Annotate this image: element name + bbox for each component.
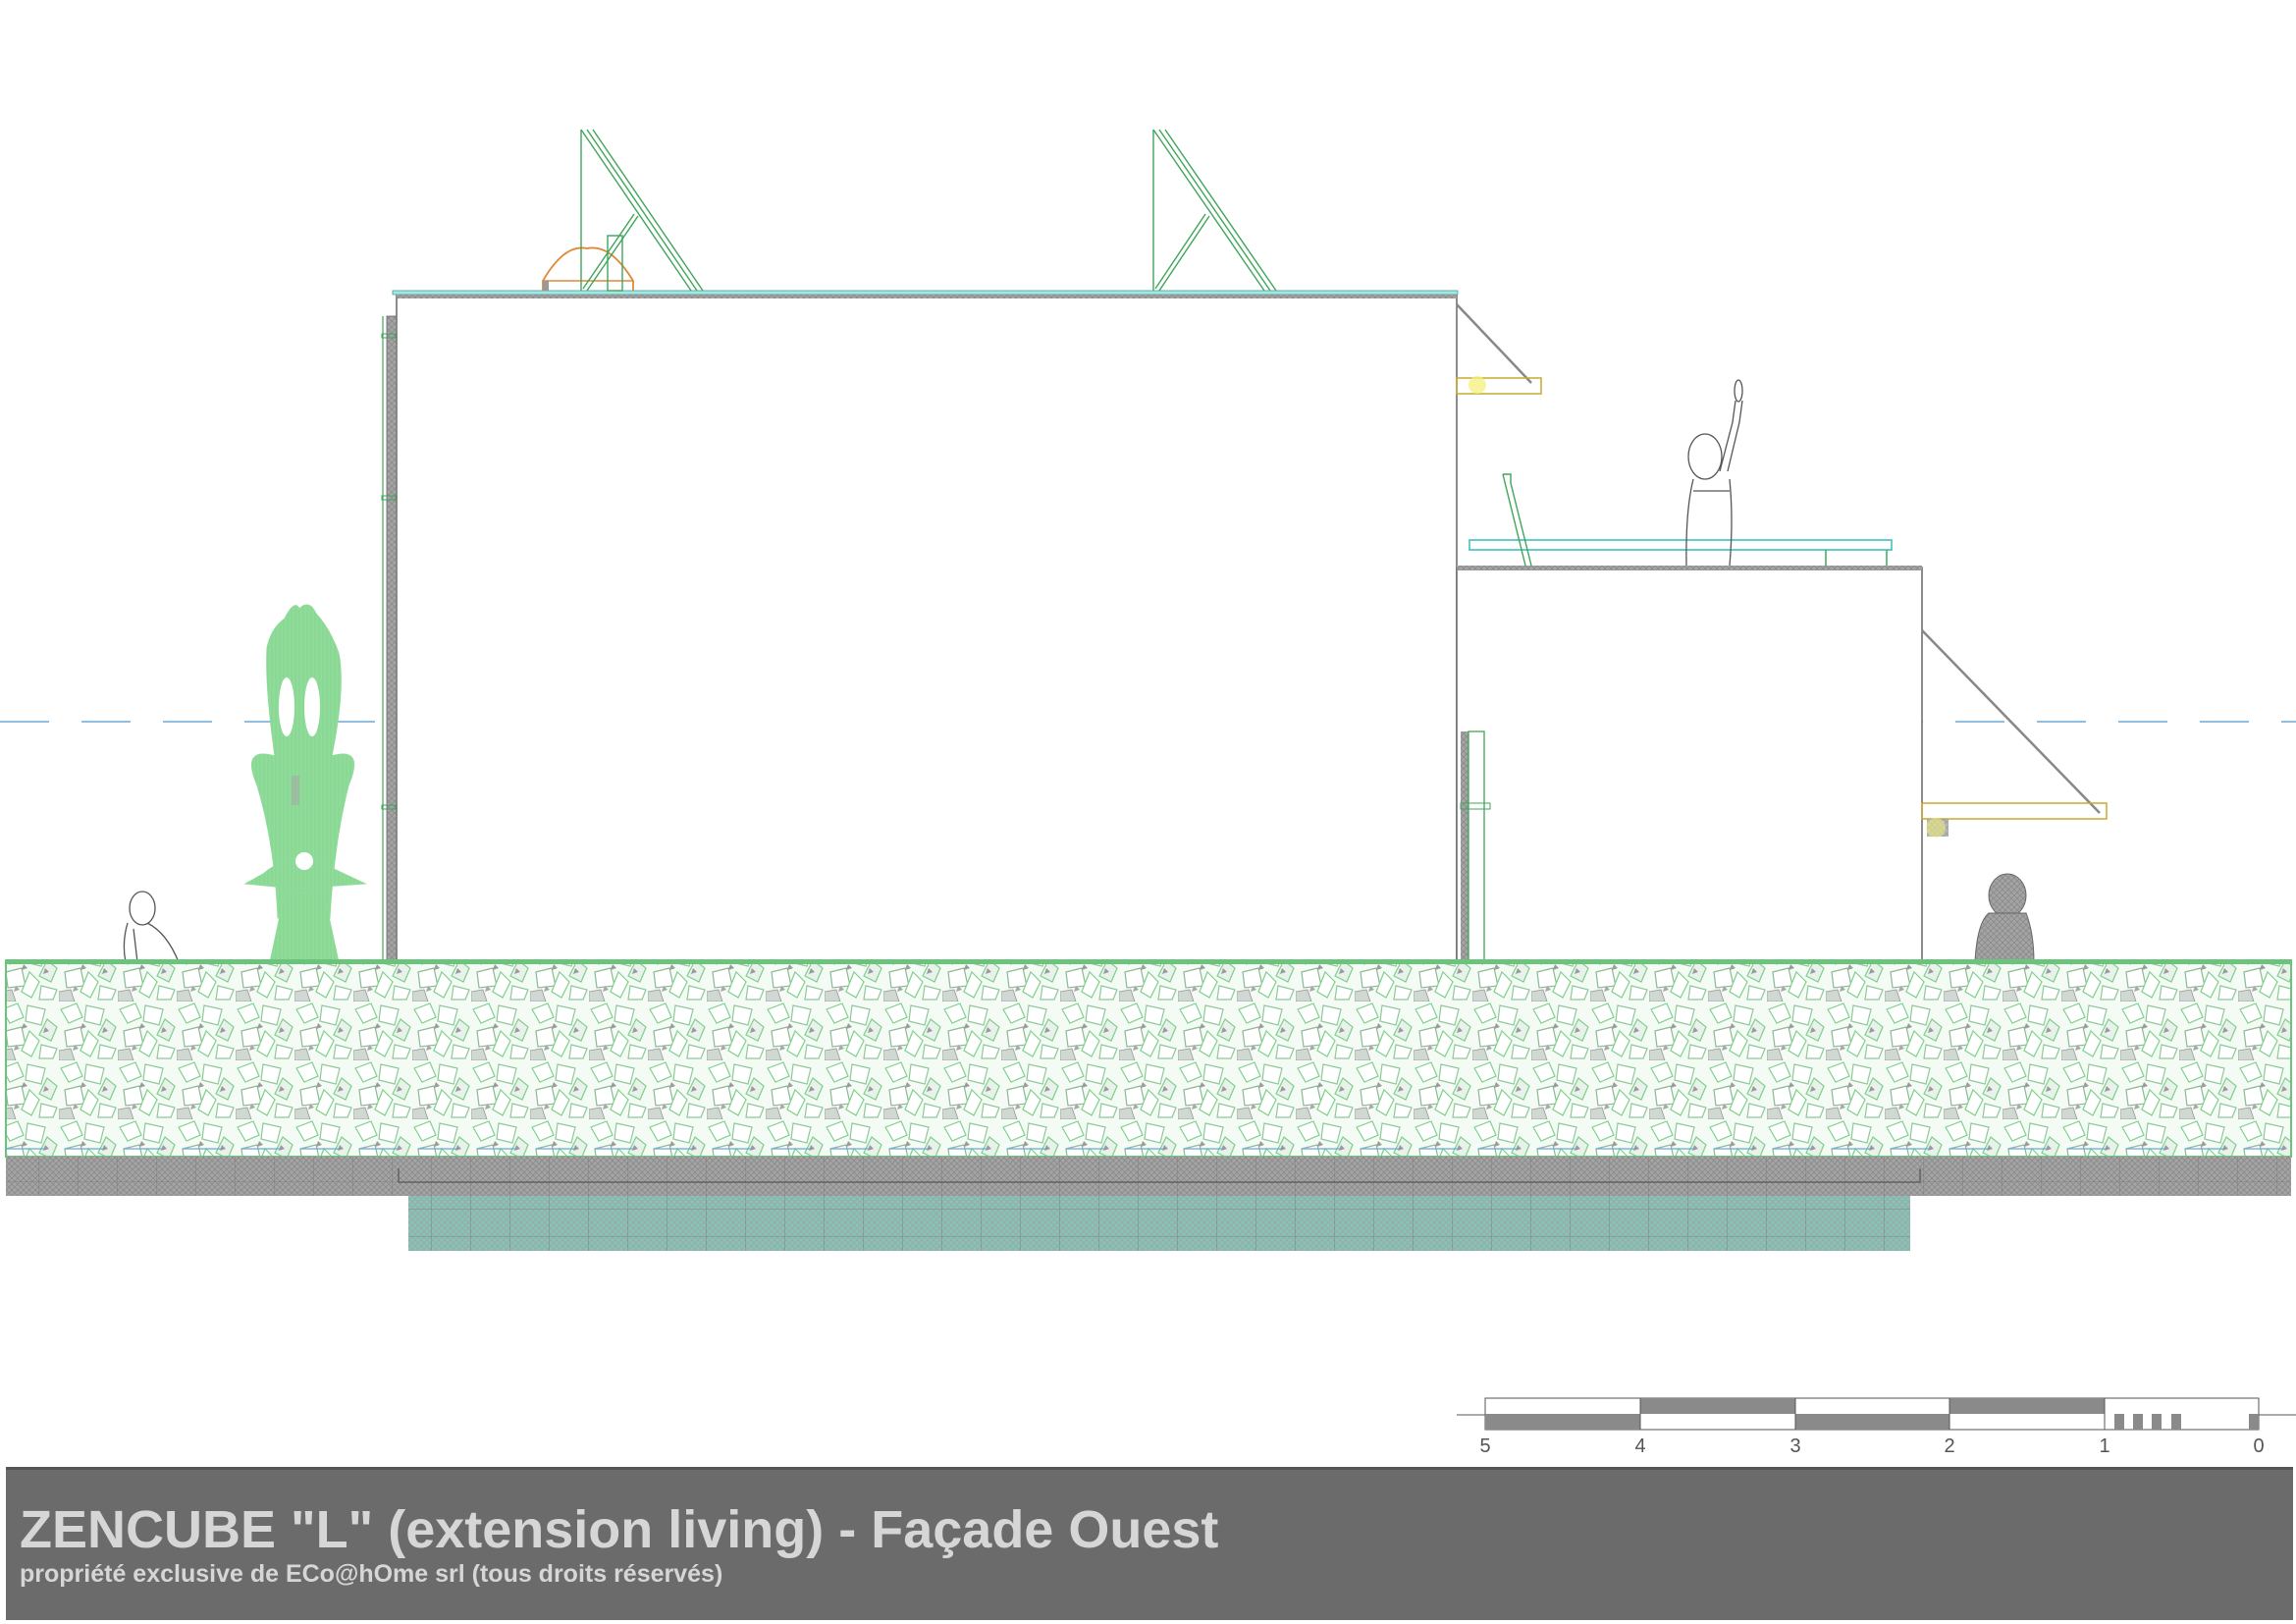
solar-panel-2 <box>1152 129 1277 292</box>
person-waving <box>1685 379 1743 567</box>
scale-label-5: 5 <box>1479 1435 1491 1457</box>
scale-label-1: 1 <box>2099 1435 2110 1457</box>
scale-label-4: 4 <box>1634 1435 1646 1457</box>
scale-bar <box>1457 1397 2296 1431</box>
terrace-railing <box>1468 473 1893 567</box>
main-volume <box>381 290 1459 963</box>
copyright-notice: propriété exclusive de ECo@hOme srl (tou… <box>20 1560 723 1588</box>
foundation-footing <box>408 1196 1910 1251</box>
lower-awning <box>1921 629 2108 838</box>
upper-awning <box>1456 303 1542 395</box>
solar-panel-1 <box>580 129 704 292</box>
roof-skylight-dome <box>542 246 634 291</box>
person-left <box>123 891 180 963</box>
lower-volume <box>1456 566 1923 963</box>
ornamental-plant <box>243 604 367 963</box>
scale-label-3: 3 <box>1789 1435 1801 1457</box>
gravel-ground-layer <box>5 959 2292 1158</box>
drawing-title: ZENCUBE "L" (extension living) - Façade … <box>20 1500 1219 1559</box>
concrete-slab <box>6 1157 2291 1196</box>
title-block: ZENCUBE "L" (extension living) - Façade … <box>6 1467 2293 1620</box>
scale-label-0: 0 <box>2253 1435 2265 1457</box>
scale-label-2: 2 <box>1944 1435 1955 1457</box>
person-right <box>1974 873 2035 963</box>
